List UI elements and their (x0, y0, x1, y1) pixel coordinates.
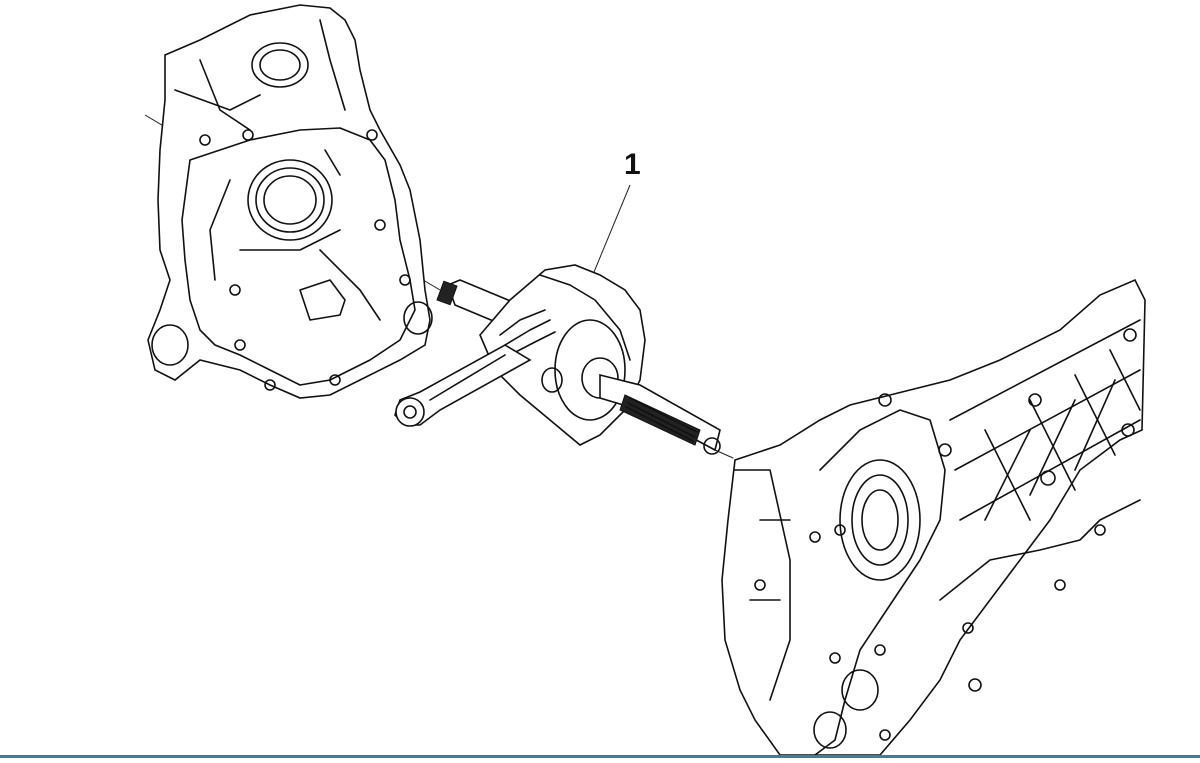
right-crankcase-half (721, 278, 1146, 756)
callout-number-1: 1 (624, 148, 641, 181)
left-crankcase-half (147, 4, 433, 399)
callout-leader-line (593, 184, 631, 273)
bottom-border-bar (0, 755, 1200, 758)
crankshaft-assembly (394, 264, 721, 455)
